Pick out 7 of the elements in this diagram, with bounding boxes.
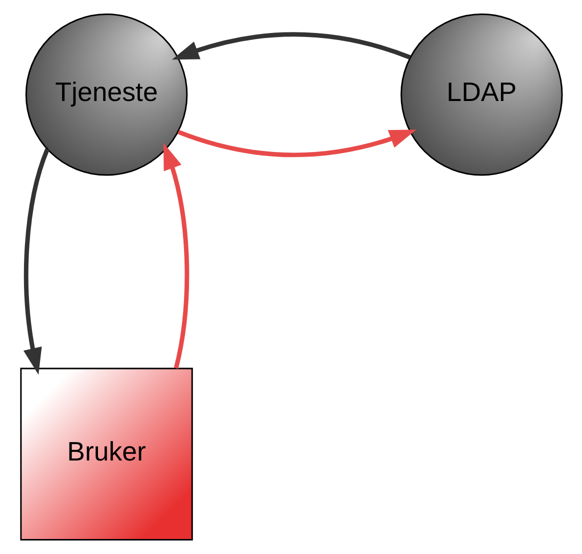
arrow bbox=[22, 148, 49, 375]
arrow bbox=[162, 142, 189, 369]
node-circle: Tjeneste bbox=[24, 14, 188, 176]
node-box: Bruker bbox=[20, 368, 192, 540]
node-circle: LDAP bbox=[400, 14, 562, 176]
arrow bbox=[177, 130, 416, 158]
arrow bbox=[172, 32, 410, 60]
